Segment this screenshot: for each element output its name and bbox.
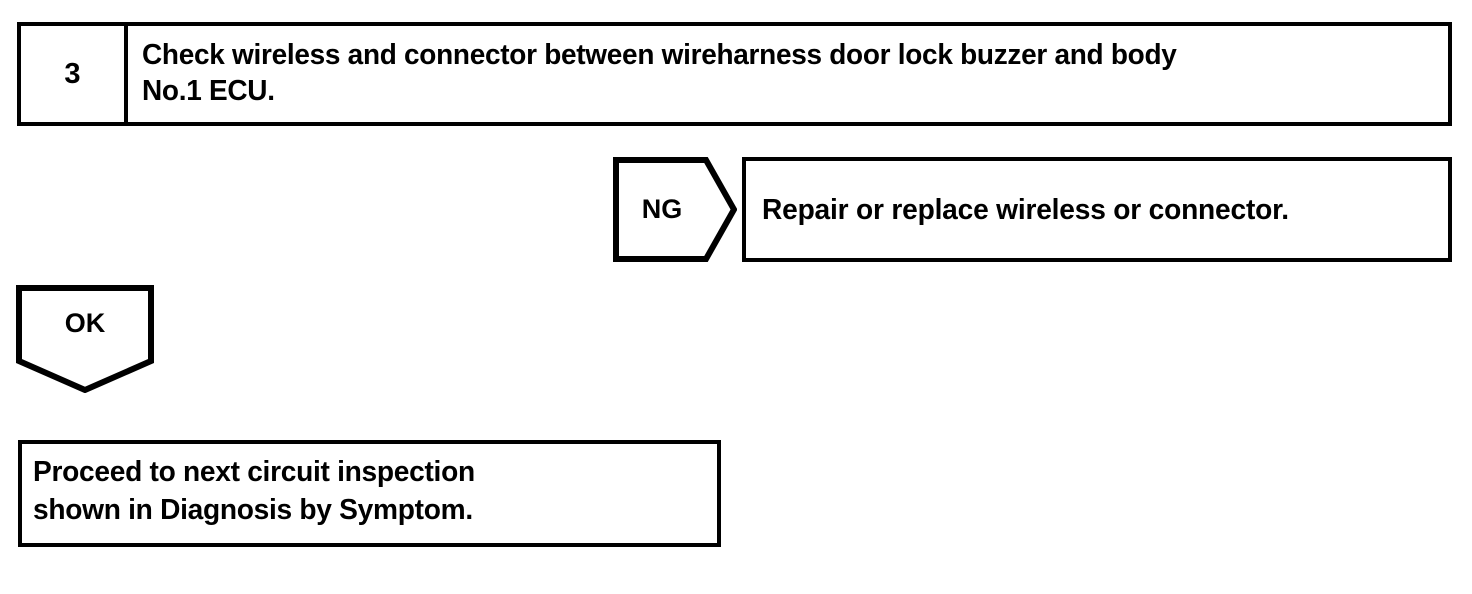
ng-label: NG [641,194,683,224]
step-number: 3 [64,57,81,90]
step-number-cell: 3 [21,26,128,122]
ng-branch-marker: NG [613,157,737,262]
step-instruction-text: Check wireless and connector between wir… [142,39,1177,107]
ok-label: OK [64,307,106,338]
ng-result-box: Repair or replace wireless or connector. [742,157,1452,262]
ok-branch-marker: OK [16,285,154,393]
ok-pentagon-icon [16,285,154,393]
final-outcome-text: Proceed to next circuit inspection shown… [33,456,475,526]
step-row: 3 Check wireless and connector between w… [17,22,1452,126]
ng-pentagon-icon [613,157,737,262]
ng-result-text: Repair or replace wireless or connector. [762,193,1289,226]
final-outcome-box: Proceed to next circuit inspection shown… [18,440,721,547]
step-instruction-cell: Check wireless and connector between wir… [128,26,1448,122]
